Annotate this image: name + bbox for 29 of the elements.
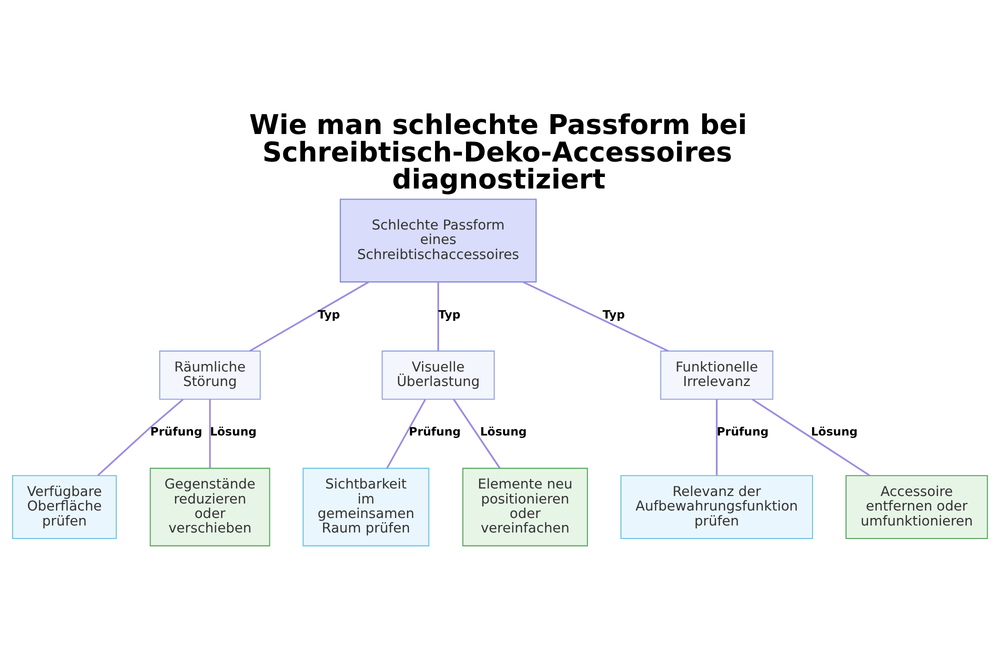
edge-label: Lösung [480, 424, 527, 439]
connector [752, 398, 870, 476]
connector [453, 398, 501, 469]
node-box: Accessoire entfernen oder umfunktionieren [846, 475, 988, 539]
edge-label: Lösung [810, 424, 858, 439]
connector [522, 281, 669, 352]
node-box: Schlechte Passform eines Schreibtischaccessoires [340, 198, 537, 282]
node-box: Relevanz der Aufbewahrungsfunktion prüfen [620, 475, 814, 539]
connector [437, 282, 440, 351]
edge-label: Typ [438, 307, 460, 322]
connector [386, 399, 426, 469]
node-box: Räumliche Störung [159, 350, 261, 400]
connector [249, 281, 369, 352]
node-box: Visuelle Überlastung [382, 350, 495, 400]
connector [209, 399, 211, 468]
edge-label: Prüfung [150, 424, 202, 439]
edge-label: Lösung [210, 424, 257, 439]
node-box: Gegenstände reduzieren oder verschieben [150, 468, 270, 546]
node-box: Funktionelle Irrelevanz [660, 350, 774, 400]
node-box: Sichtbarkeit im gemeinsamen Raum prüfen [302, 468, 430, 546]
edge-label: Typ [318, 307, 340, 322]
diagram-title: Wie man schlechte Passform bei Schreibtisch-Deko-Accessoires diagnostiziert [249, 110, 748, 196]
edge-label: Prüfung [716, 424, 769, 439]
edge-label: Typ [602, 307, 625, 322]
connector [716, 399, 718, 476]
node-box: Elemente neu positionieren oder vereinfachen [462, 468, 588, 546]
edge-label: Prüfung [408, 424, 461, 439]
node-box: Verfügbare Oberfläche prüfen [12, 475, 117, 539]
connector [97, 398, 184, 476]
